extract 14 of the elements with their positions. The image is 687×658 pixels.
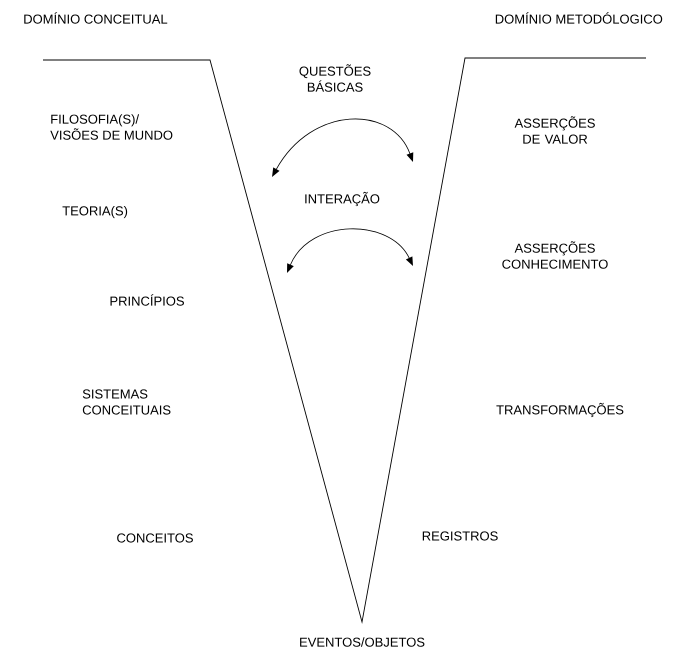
label: REGISTROS [422,531,498,541]
label: ASSERÇÕES CONHECIMENTO [502,241,608,269]
label: INTERAÇÃO [305,192,380,206]
label: DOMÍNIO CONCEITUAL [24,12,168,24]
label: DOMÍNIO METODÓLOGICO [496,12,662,24]
label: ASSERÇÕES DE VALOR [514,116,595,144]
label: PRINCÍPIOS [110,294,184,306]
label: QUESTÕES BÁSICAS [300,64,371,92]
label: FILOSOFIA(S)/ VISÕES DE MUNDO [50,114,172,140]
label: EVENTOS/OBJETOS [300,637,424,647]
label: TEORIA(S) [62,206,128,218]
label: CONCEITOS [117,533,193,543]
label: TRANSFORMAÇÕES [496,402,624,418]
label: SISTEMAS CONCEITUAIS [82,389,170,415]
